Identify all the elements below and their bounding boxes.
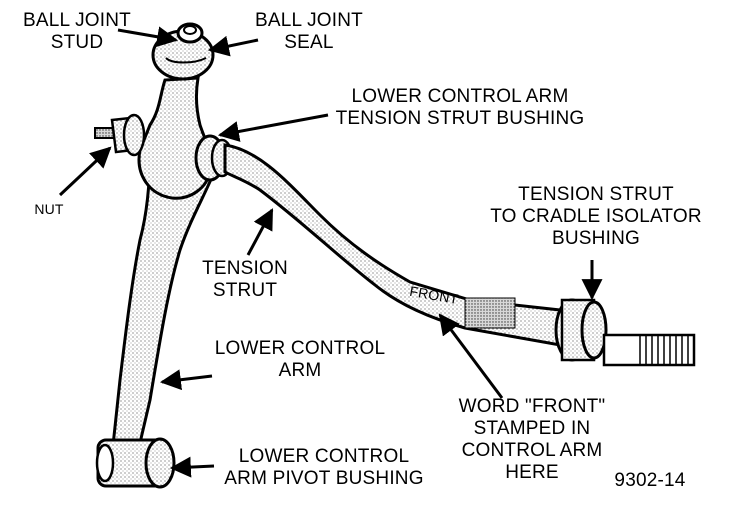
front-stamp-area [464, 297, 516, 329]
arrow-ball-joint-stud [117, 26, 179, 48]
label-ball-joint-seal: BALL JOINT SEAL [255, 10, 363, 53]
arrow-tension-strut [246, 208, 274, 256]
label-pivot-bushing: LOWER CONTROL ARM PIVOT BUSHING [224, 446, 424, 489]
arrow-ball-joint-seal [207, 35, 259, 57]
label-nut: NUT [34, 201, 64, 217]
arrow-word-front [438, 313, 504, 399]
figure-number: 9302-14 [614, 470, 686, 491]
arm-upper-section [137, 76, 212, 200]
lower-control-arm-body [110, 147, 217, 471]
label-ball-joint-stud: BALL JOINT STUD [23, 10, 131, 53]
label-tension-strut: TENSION STRUT [202, 258, 288, 301]
label-strut-bushing: LOWER CONTROL ARM TENSION STRUT BUSHING [335, 86, 585, 129]
label-word-front: WORD "FRONT" STAMPED IN CONTROL ARM HERE [458, 396, 606, 483]
arrow-lower-control-arm [159, 369, 213, 391]
threaded-end [602, 333, 696, 367]
label-lower-control-arm: LOWER CONTROL ARM [214, 338, 386, 381]
label-isolator-bushing: TENSION STRUT TO CRADLE ISOLATOR BUSHING [490, 184, 702, 249]
arrow-nut [58, 146, 112, 197]
arrow-strut-bushing [217, 113, 329, 142]
tension-strut-rod [223, 143, 562, 347]
arrow-pivot-bushing [169, 456, 215, 478]
